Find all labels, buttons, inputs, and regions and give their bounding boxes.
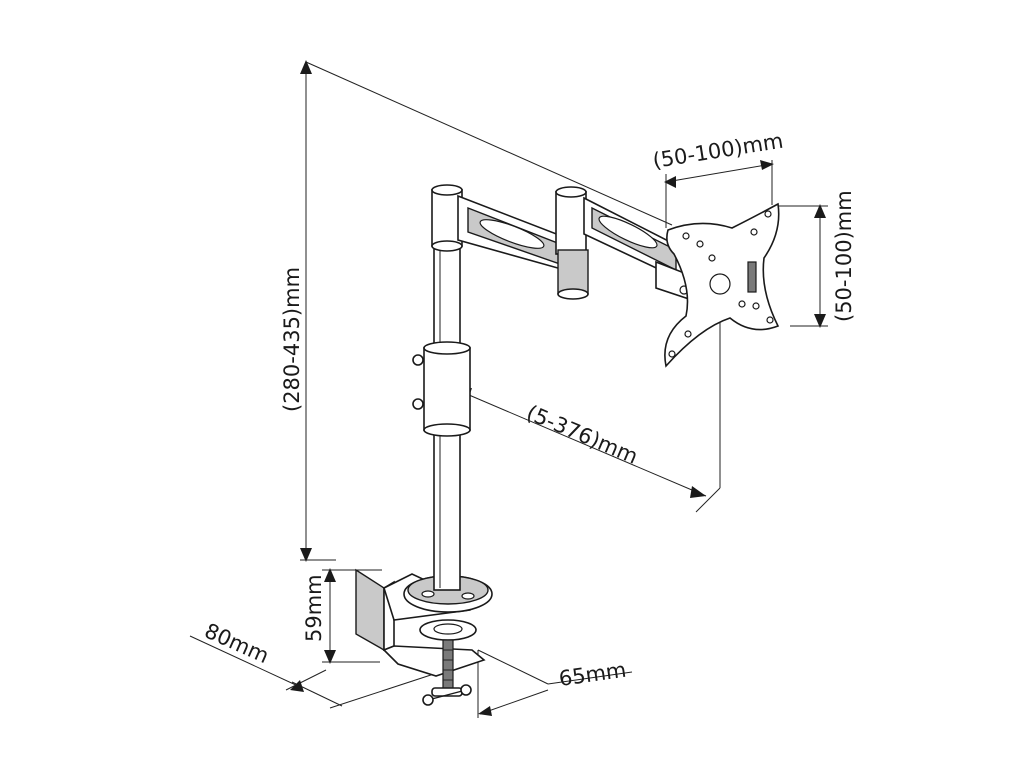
height-dimension: [300, 60, 673, 562]
reach-label: (5-376)mm: [523, 401, 641, 469]
clamp-depth-dimension: [189, 635, 441, 709]
desk-clamp: [355, 568, 493, 706]
vesa-vertical-dimension: [778, 204, 828, 328]
height-label: (280-435)mm: [280, 267, 304, 412]
vesa-mount-plate: [664, 202, 780, 368]
vesa-vertical-label: (50-100)mm: [832, 190, 856, 322]
clamp-width-label: 65mm: [557, 658, 627, 691]
clamp-height-dimension: [322, 568, 382, 664]
clamp-height-label: 59mm: [302, 574, 326, 642]
vesa-horizontal-dimension: [664, 160, 774, 228]
articulating-arms: [431, 184, 693, 302]
vertical-pole: [412, 245, 471, 591]
clamp-depth-label: 80mm: [201, 619, 273, 668]
clamp-width-dimension: [477, 649, 633, 718]
